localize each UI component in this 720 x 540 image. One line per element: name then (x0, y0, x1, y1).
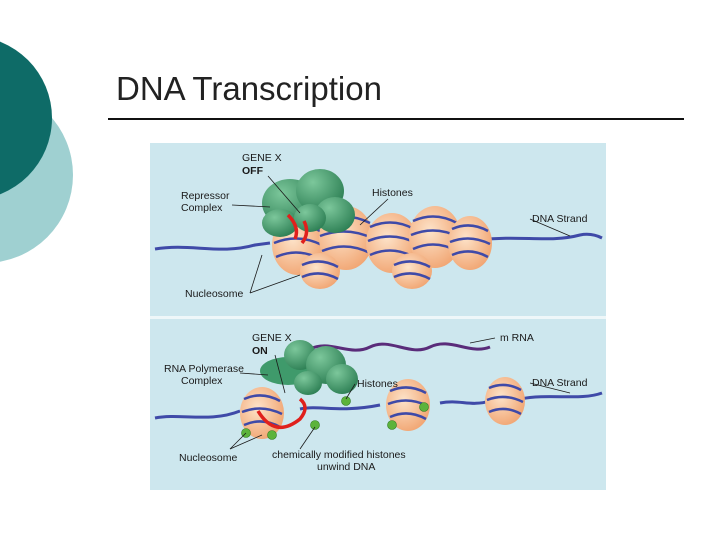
repressor-label-line1: Repressor (181, 190, 230, 202)
bottom-nucleosome (485, 377, 525, 425)
top-nucleosome (300, 253, 340, 289)
bottom-histones-label: Histones (357, 378, 398, 390)
dark-teal-arc (0, 41, 52, 195)
slide-decoration (0, 41, 73, 262)
top-histones-label: Histones (372, 187, 413, 199)
bottom-nucleosome-label: Nucleosome (179, 452, 238, 464)
bottom-leader-lines (229, 337, 571, 450)
modified-histones-label-line1: chemically modified histones (272, 449, 406, 461)
repressor-label-line2: Complex (181, 202, 223, 214)
transcription-diagram: GENE X OFF Repressor Complex Histones DN… (150, 143, 606, 490)
top-nucleosome-label: Nucleosome (185, 288, 244, 300)
bottom-dna-strand-label: DNA Strand (532, 377, 588, 389)
slide-title: DNA Transcription (116, 70, 382, 107)
polymerase-label-line2: Complex (181, 375, 223, 387)
modified-histones-label-line2: unwind DNA (317, 461, 375, 473)
bottom-gene-state: ON (252, 345, 268, 357)
top-nucleosome (448, 216, 492, 270)
polymerase-label-line1: RNA Polymerase (164, 363, 244, 375)
bottom-gene-highlight (256, 397, 307, 429)
repressor-complex-shape (262, 169, 355, 237)
panel-divider (150, 316, 606, 319)
title-divider (108, 118, 684, 120)
mrna-strand (309, 342, 491, 352)
top-dna-strand (154, 232, 603, 251)
top-nucleosome (392, 253, 432, 289)
acetyl-group-markers (241, 396, 429, 440)
top-leader-lines (231, 175, 571, 294)
top-dna-strand-label: DNA Strand (532, 213, 588, 225)
top-gene-label: GENE X (242, 152, 282, 164)
rna-polymerase-shape (260, 340, 358, 395)
top-gene-highlight (286, 213, 309, 245)
top-gene-state: OFF (242, 165, 264, 177)
bottom-gene-label: GENE X (252, 332, 292, 344)
mrna-label: m RNA (500, 332, 534, 344)
